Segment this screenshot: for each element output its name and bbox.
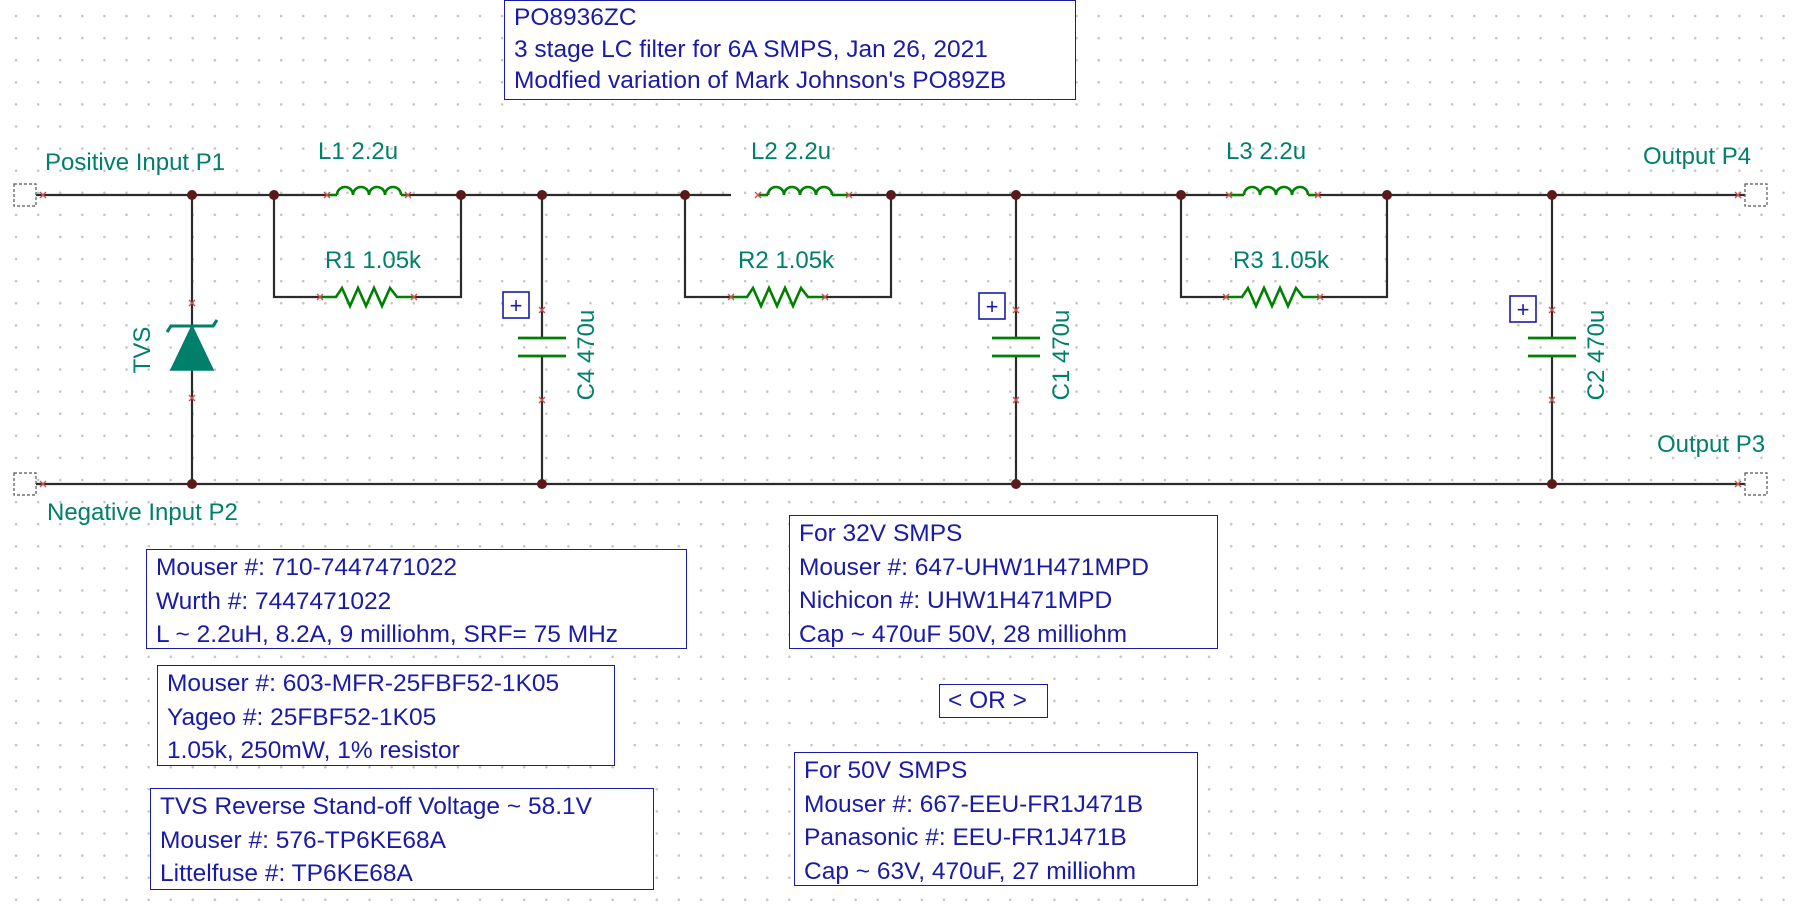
wires: [36, 193, 1745, 486]
capacitor-c4[interactable]: [518, 336, 566, 358]
tvs-note-line-1: TVS Reverse Stand-off Voltage ~ 58.1V: [160, 793, 592, 820]
resistor-r2[interactable]: [731, 284, 825, 310]
title-line-1: PO8936ZC: [514, 4, 637, 31]
or-label: < OR >: [939, 684, 1048, 718]
cap-50v-note-line-2: Mouser #: 667-EEU-FR1J471B: [804, 790, 1144, 818]
label-r3: R3 1.05k: [1233, 247, 1330, 274]
port-label-positive-input: Positive Input P1: [45, 149, 225, 176]
cap-32v-note-line-3: Nichicon #: UHW1H471MPD: [799, 587, 1113, 614]
inductor-note: Mouser #: 710-7447471022 Wurth #: 744747…: [146, 549, 687, 649]
c4-polarity-marker: +: [502, 291, 530, 319]
label-tvs: TVS: [129, 327, 156, 374]
wire-r1-loop: [272, 195, 320, 299]
label-c2: C2 470u: [1583, 310, 1610, 401]
resistor-r3[interactable]: [1226, 284, 1320, 310]
cap-32v-note-line-4: Cap ~ 470uF 50V, 28 milliohm: [799, 620, 1127, 648]
label-c1: C1 470u: [1048, 310, 1075, 401]
cap-50v-note: For 50V SMPS Mouser #: 667-EEU-FR1J471B …: [794, 752, 1198, 886]
cap-32v-note: For 32V SMPS Mouser #: 647-UHW1H471MPD N…: [789, 515, 1218, 649]
port-p3[interactable]: [1744, 472, 1768, 496]
capacitor-c1[interactable]: [992, 336, 1040, 358]
tvs-diode[interactable]: [165, 319, 219, 371]
c4-plus-text: +: [510, 293, 523, 318]
inductor-l3[interactable]: [1229, 185, 1318, 197]
resistor-note-line-2: Yageo #: 25FBF52-1K05: [167, 703, 437, 731]
label-r2: R2 1.05k: [738, 247, 835, 274]
junctions: [187, 190, 1557, 489]
label-c4: C4 470u: [573, 310, 600, 401]
cap-50v-note-line-4: Cap ~ 63V, 470uF, 27 milliohm: [804, 857, 1137, 885]
inductor-l2[interactable]: [758, 185, 849, 197]
wire-r2-loop-right: [825, 195, 893, 299]
tvs-note: TVS Reverse Stand-off Voltage ~ 58.1V Mo…: [150, 788, 654, 890]
inductor-note-line-1: Mouser #: 710-7447471022: [156, 554, 458, 581]
label-l1: L1 2.2u: [318, 138, 398, 165]
cap-50v-note-line-1: For 50V SMPS: [804, 757, 968, 784]
inductor-note-line-2: Wurth #: 7447471022: [156, 587, 392, 615]
label-l2: L2 2.2u: [751, 138, 831, 165]
resistor-r1[interactable]: [320, 284, 414, 310]
label-r1: R1 1.05k: [325, 247, 422, 274]
cap-50v-note-line-3: Panasonic #: EEU-FR1J471B: [804, 824, 1127, 851]
inductor-l1[interactable]: [327, 185, 408, 197]
label-l3: L3 2.2u: [1226, 138, 1306, 165]
cap-32v-note-line-1: For 32V SMPS: [799, 520, 963, 547]
title-line-2: 3 stage LC filter for 6A SMPS, Jan 26, 2…: [514, 35, 988, 63]
resistor-note-line-3: 1.05k, 250mW, 1% resistor: [167, 737, 460, 764]
wire-r1-loop-right: [414, 195, 463, 299]
title-block: PO8936ZC 3 stage LC filter for 6A SMPS, …: [504, 0, 1076, 100]
wire-r3-loop: [1179, 195, 1226, 299]
tvs-note-line-3: Littelfuse #: TP6KE68A: [160, 860, 413, 887]
wire-r2-loop: [683, 195, 731, 299]
cap-32v-note-line-2: Mouser #: 647-UHW1H471MPD: [799, 553, 1149, 581]
pin-markers: [39, 191, 1742, 488]
port-label-negative-input: Negative Input P2: [47, 499, 238, 526]
resistor-note: Mouser #: 603-MFR-25FBF52-1K05 Yageo #: …: [157, 665, 615, 766]
port-p1[interactable]: [13, 183, 37, 207]
c1-plus-text: +: [986, 294, 999, 319]
port-p2[interactable]: [13, 472, 37, 496]
c1-polarity-marker: +: [978, 292, 1006, 320]
wire-r3-loop-right: [1320, 195, 1389, 299]
resistor-note-line-1: Mouser #: 603-MFR-25FBF52-1K05: [167, 670, 560, 697]
port-label-output-p4: Output P4: [1643, 143, 1751, 170]
c2-plus-text: +: [1517, 297, 1530, 322]
title-line-3: Modfied variation of Mark Johnson's PO89…: [514, 67, 1007, 94]
capacitor-c2[interactable]: [1528, 336, 1576, 358]
port-p4[interactable]: [1744, 183, 1768, 207]
c2-polarity-marker: +: [1509, 295, 1537, 323]
inductor-note-line-3: L ~ 2.2uH, 8.2A, 9 milliohm, SRF= 75 MHz: [156, 621, 619, 648]
port-label-output-p3: Output P3: [1657, 431, 1765, 458]
tvs-note-line-2: Mouser #: 576-TP6KE68A: [160, 826, 446, 854]
